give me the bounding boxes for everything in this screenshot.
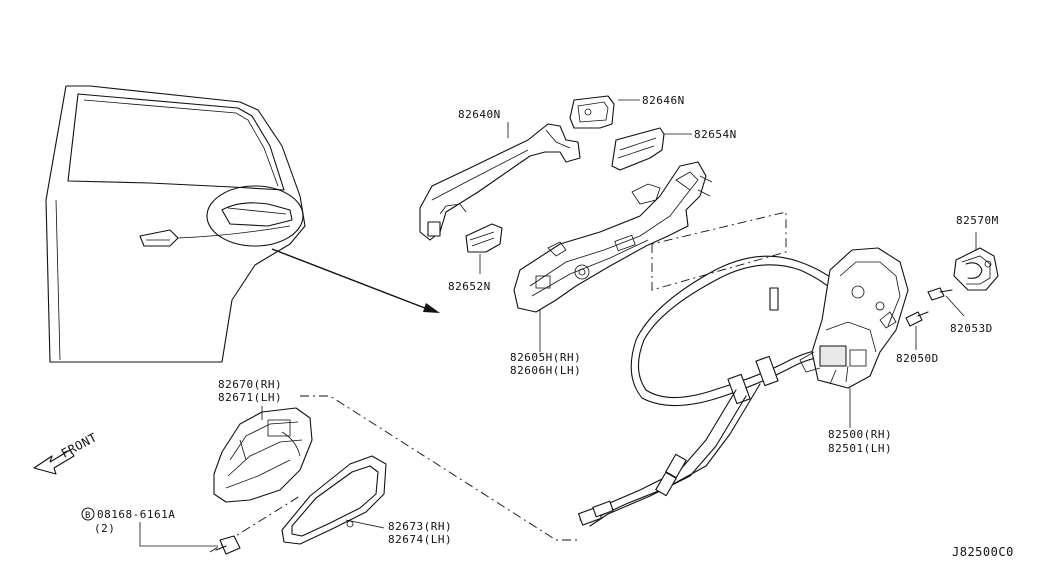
label-82674: 82674(LH) — [388, 533, 452, 546]
label-82605H: 82605H(RH) — [510, 351, 581, 364]
label-82652N: 82652N — [448, 280, 491, 293]
bolt-08168 — [215, 535, 241, 555]
label-82671: 82671(LH) — [218, 391, 282, 404]
label-82053D: 82053D — [950, 322, 993, 335]
front-direction-arrow — [33, 449, 75, 475]
handle-bracket-82605H — [513, 161, 713, 313]
label-82670: 82670(RH) — [218, 378, 282, 391]
screw-82053D — [927, 287, 953, 301]
inside-handle-82670 — [213, 407, 313, 503]
label-82646N: 82646N — [642, 94, 685, 107]
label-82654N: 82654N — [694, 128, 737, 141]
diagram-id: J82500C0 — [952, 545, 1014, 559]
label-front: FRONT — [59, 430, 100, 460]
label-82640N: 82640N — [458, 108, 501, 121]
striker-82570M — [953, 247, 999, 291]
exploded-view-arrow — [271, 248, 440, 313]
inside-escutcheon-82673 — [281, 455, 387, 545]
label-82606H: 82606H(LH) — [510, 364, 581, 377]
door-outline — [45, 85, 306, 363]
bolt-circle-marker — [81, 507, 95, 521]
gasket-82654N — [611, 127, 665, 171]
label-82050D: 82050D — [896, 352, 939, 365]
handle-cap-82646N — [569, 95, 615, 129]
label-82500: 82500(RH) — [828, 428, 892, 441]
reference-dash-lines-lower — [209, 395, 580, 553]
screw-82050D — [905, 311, 929, 327]
inside-handle-cables — [578, 383, 761, 527]
leader-lines — [139, 99, 977, 547]
reference-dash-lines-upper — [651, 211, 787, 291]
label-bolt-qty: (2) — [94, 522, 115, 535]
bolt-circle-letter: B — [85, 511, 91, 521]
door-lock-82500 — [799, 247, 909, 389]
label-82501: 82501(LH) — [828, 442, 892, 455]
label-bolt-code: 08168-6161A — [97, 508, 175, 521]
label-82673: 82673(RH) — [388, 520, 452, 533]
rod-cable-loop — [630, 255, 867, 407]
outside-handle-82640N — [419, 123, 581, 241]
label-82570M: 82570M — [956, 214, 999, 227]
escutcheon-82652N — [465, 223, 503, 253]
